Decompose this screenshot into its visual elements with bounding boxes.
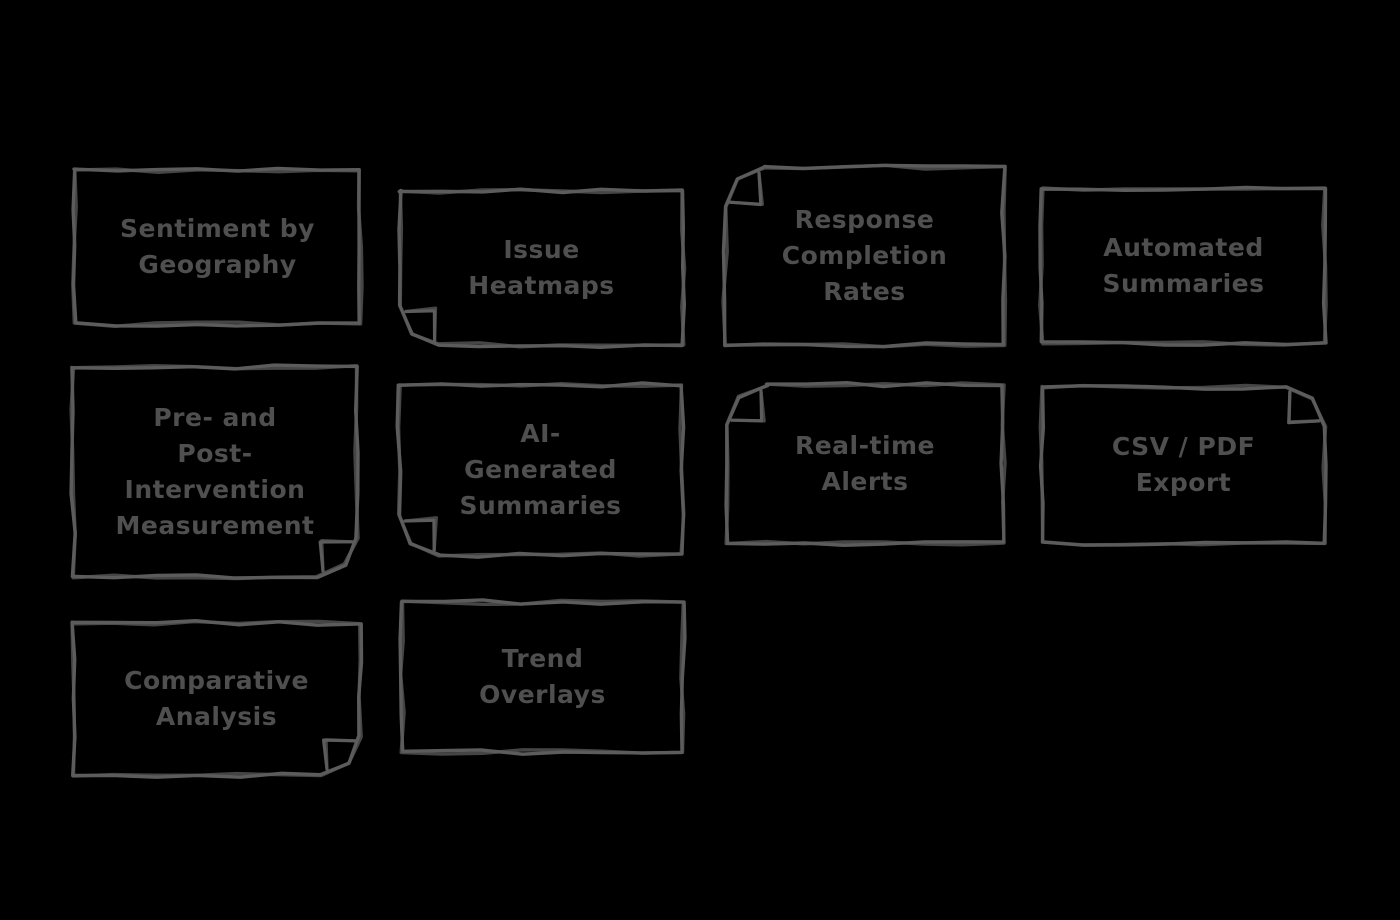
card-csv-pdf-export[interactable]: CSV / PDF Export (1037, 382, 1330, 548)
card-pre-post-intervention-measurement[interactable]: Pre- and Post- Intervention Measurement (68, 362, 362, 582)
sketch-border (395, 381, 686, 559)
sketch-border (721, 163, 1008, 349)
card-comparative-analysis[interactable]: Comparative Analysis (68, 618, 365, 780)
sketch-border (398, 598, 687, 756)
card-sentiment-by-geography[interactable]: Sentiment by Geography (70, 165, 365, 329)
card-response-completion-rates[interactable]: Response Completion Rates (720, 162, 1009, 350)
sketch-border (71, 166, 364, 328)
card-trend-overlays[interactable]: Trend Overlays (397, 597, 688, 757)
card-automated-summaries[interactable]: Automated Summaries (1037, 184, 1330, 348)
sketch-border (1038, 185, 1328, 347)
card-issue-heatmaps[interactable]: Issue Heatmaps (395, 186, 688, 350)
sketch-border (69, 363, 360, 581)
sketch-border (70, 619, 364, 779)
sketch-border (397, 187, 687, 349)
sketch-border (1038, 383, 1328, 547)
card-ai-generated-summaries[interactable]: AI- Generated Summaries (394, 380, 687, 560)
card-real-time-alerts[interactable]: Real-time Alerts (722, 380, 1008, 548)
sketch-border (724, 381, 1007, 547)
